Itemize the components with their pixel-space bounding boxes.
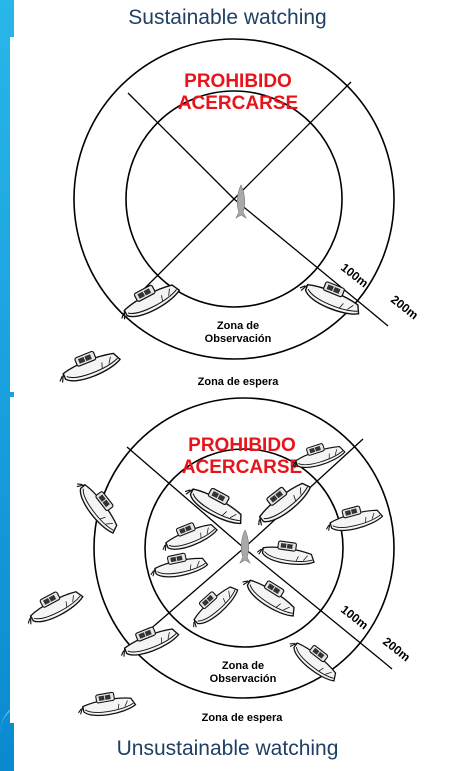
boat-icon (53, 341, 123, 390)
boat-icon (147, 548, 210, 583)
boat-icon (248, 472, 315, 532)
observation-zone-line2: Observación (210, 673, 277, 685)
observation-zone-line1: Zona de (217, 320, 259, 332)
waiting-zone-label: Zona de espera (202, 712, 284, 723)
distance-100m: 100m (338, 260, 371, 290)
distance-200m: 200m (388, 292, 421, 322)
whale-icon (239, 529, 251, 564)
observation-zone-line1: Zona de (222, 660, 264, 672)
prohibited-line1: PROHIBIDO (188, 435, 296, 456)
observation-zone-line2: Observación (205, 333, 272, 345)
outer-ring-200m (93, 397, 395, 699)
caption-unsustainable: Unsustainable watching (116, 737, 339, 760)
boat-icon (156, 514, 220, 557)
sector-lines (127, 81, 389, 327)
prohibited-line2: ACERCARSE (182, 457, 302, 478)
caption-sustainable: Sustainable watching (128, 6, 327, 29)
prohibited-line1: PROHIBIDO (184, 71, 292, 92)
inner-ring-100m (144, 448, 344, 648)
boat-icon (284, 632, 345, 686)
distance-100m: 100m (338, 602, 371, 632)
prohibited-line2: ACERCARSE (178, 93, 298, 114)
inner-ring-100m (125, 90, 343, 308)
boat-icon (255, 537, 317, 568)
boat-icon (20, 580, 87, 631)
boat-icon (75, 688, 138, 721)
whale-icon (235, 184, 247, 219)
outer-ring-200m (73, 38, 395, 360)
diagram-unsustainable: PROHIBIDO ACERCARSE 100m 200m Zona de Ob… (10, 397, 450, 723)
boat-icon (238, 568, 303, 622)
boat-icon (70, 473, 128, 538)
waiting-zone-label: Zona de espera (198, 376, 280, 388)
boat-icon (113, 273, 183, 327)
diagram-sustainable: PROHIBIDO ACERCARSE 100m 200m Zona de Ob… (10, 37, 450, 392)
boat-icon (183, 577, 242, 633)
boat-icon (322, 499, 385, 537)
distance-200m: 200m (380, 634, 413, 664)
